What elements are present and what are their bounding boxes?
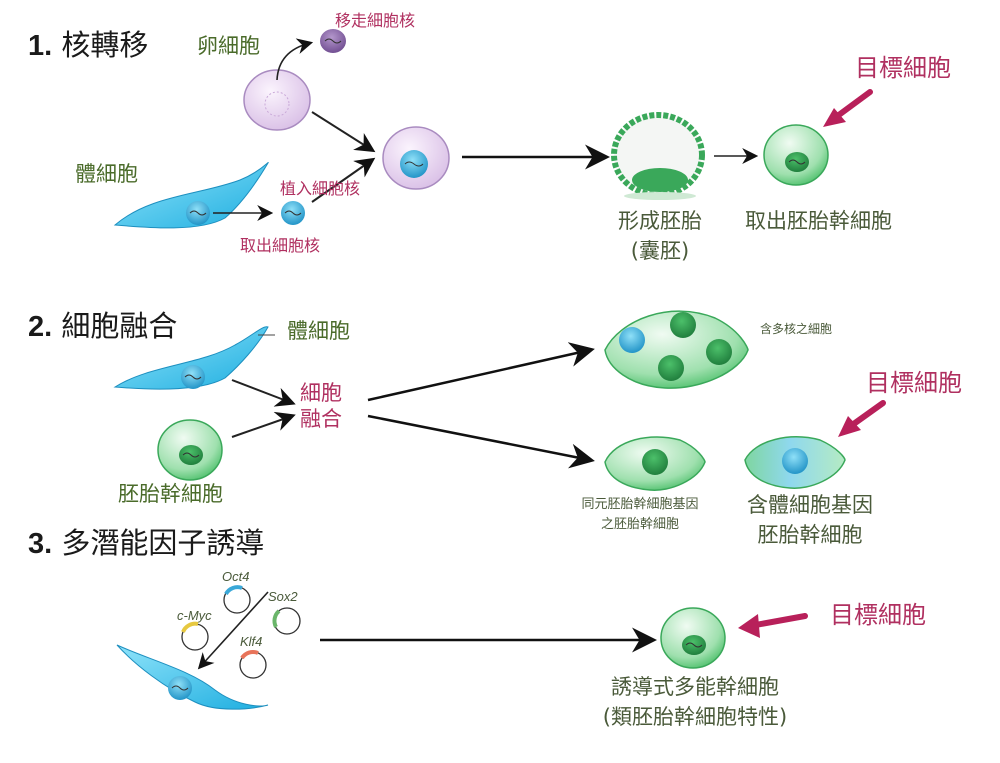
isogenic-label-line1: 同元胚胎幹細胞基因 <box>581 497 699 512</box>
factor-klf4: Klf4 <box>240 634 263 649</box>
extract-nucleus-label: 取出細胞核 <box>240 236 321 255</box>
target-label-2: 目標細胞 <box>866 369 962 397</box>
es-cell-label: 胚胎幹細胞 <box>118 482 223 506</box>
factor-sox2: Sox2 <box>268 589 298 604</box>
ips-label-line1: 誘導式多能幹細胞 <box>611 675 779 699</box>
egg-cell <box>243 69 311 131</box>
isogenic-label: 同元胚胎幹細胞基因 之胚胎幹細胞 <box>560 495 720 535</box>
ips-label: 誘導式多能幹細胞 (類胚胎幹細胞特性) <box>580 672 810 732</box>
fusion-to-es-arrow <box>367 414 595 469</box>
extracted-nucleus <box>281 201 305 225</box>
multinuc-label: 含多核之細胞 <box>760 322 833 336</box>
section2-number: 2. <box>28 311 53 343</box>
blastocyst <box>611 112 705 200</box>
removed-nucleus <box>320 29 346 53</box>
insert-arrow <box>311 157 376 203</box>
egg-to-recon-arrow <box>311 111 376 153</box>
section3-title: 3. 多潛能因子誘導 <box>28 520 264 562</box>
remove-nucleus-arrow <box>276 38 314 81</box>
extract-stem-label: 取出胚胎幹細胞 <box>745 209 892 233</box>
fusion-label-line1: 細胞 <box>300 381 342 405</box>
target-arrowhead-3 <box>738 614 760 638</box>
target-arrowhead-1 <box>823 108 846 127</box>
soma-to-fusion-arrow <box>231 379 296 407</box>
egg-cell-label: 卵細胞 <box>197 34 260 58</box>
section3-number: 3. <box>28 528 53 560</box>
target-arrowhead-2 <box>838 416 861 437</box>
section1-title-text: 核轉移 <box>61 28 149 62</box>
fusion-label: 細胞 融合 <box>300 380 342 432</box>
blastocyst-label-line2: (囊胚) <box>630 239 690 263</box>
ips-cell <box>660 607 726 669</box>
somatic-cell-label-2: 體細胞 <box>287 319 350 343</box>
es-to-fusion-arrow <box>231 411 296 438</box>
multinucleated-cell <box>604 310 749 389</box>
section2-title: 2. 細胞融合 <box>28 303 177 345</box>
embryonic-stem-cell <box>763 124 829 186</box>
plasmid-cmyc <box>181 621 209 651</box>
somatic-gene-label: 含體細胞基因 胚胎幹細胞 <box>725 490 895 550</box>
transduction-arrow <box>197 591 269 670</box>
target-label-3: 目標細胞 <box>830 601 926 629</box>
factor-oct4: Oct4 <box>222 569 250 584</box>
hybrid-es-cell <box>744 436 846 489</box>
somatic-nucleus-2 <box>181 365 205 389</box>
section1-title: 1. 核轉移 <box>28 22 148 64</box>
factor-cmyc: c-Myc <box>177 608 212 623</box>
somatic-nucleus <box>186 201 210 225</box>
section1-number: 1. <box>28 30 53 62</box>
remove-nucleus-label: 移走細胞核 <box>335 11 416 30</box>
plasmid-sox2 <box>272 607 301 635</box>
fusion-label-line2: 融合 <box>300 407 342 431</box>
reconstructed-egg <box>382 126 450 190</box>
fusion-to-multinuc-arrow <box>367 342 595 402</box>
insert-nucleus-label: 植入細胞核 <box>280 179 361 198</box>
somatic-gene-label-line2: 胚胎幹細胞 <box>757 523 863 547</box>
somatic-nucleus-3 <box>168 676 192 700</box>
isogenic-label-line2: 之胚胎幹細胞 <box>600 517 679 532</box>
somatic-cell <box>113 162 269 229</box>
section2-title-text: 細胞融合 <box>61 309 178 343</box>
target-label-1: 目標細胞 <box>855 54 951 82</box>
somatic-cell-label: 體細胞 <box>75 162 138 186</box>
somatic-gene-label-line1: 含體細胞基因 <box>747 493 873 517</box>
blastocyst-label-line1: 形成胚胎 <box>618 209 702 233</box>
target-arrow-3 <box>747 613 808 629</box>
blastocyst-label: 形成胚胎 (囊胚) <box>605 205 715 265</box>
isogenic-es-cell <box>604 436 706 491</box>
plasmid-klf4 <box>239 649 267 679</box>
section3-title-text: 多潛能因子誘導 <box>61 526 265 560</box>
somatic-cell-3 <box>116 644 269 710</box>
plasmid-oct4 <box>223 585 251 614</box>
es-cell-2 <box>157 419 223 481</box>
ips-label-line2: (類胚胎幹細胞特性) <box>602 705 788 729</box>
